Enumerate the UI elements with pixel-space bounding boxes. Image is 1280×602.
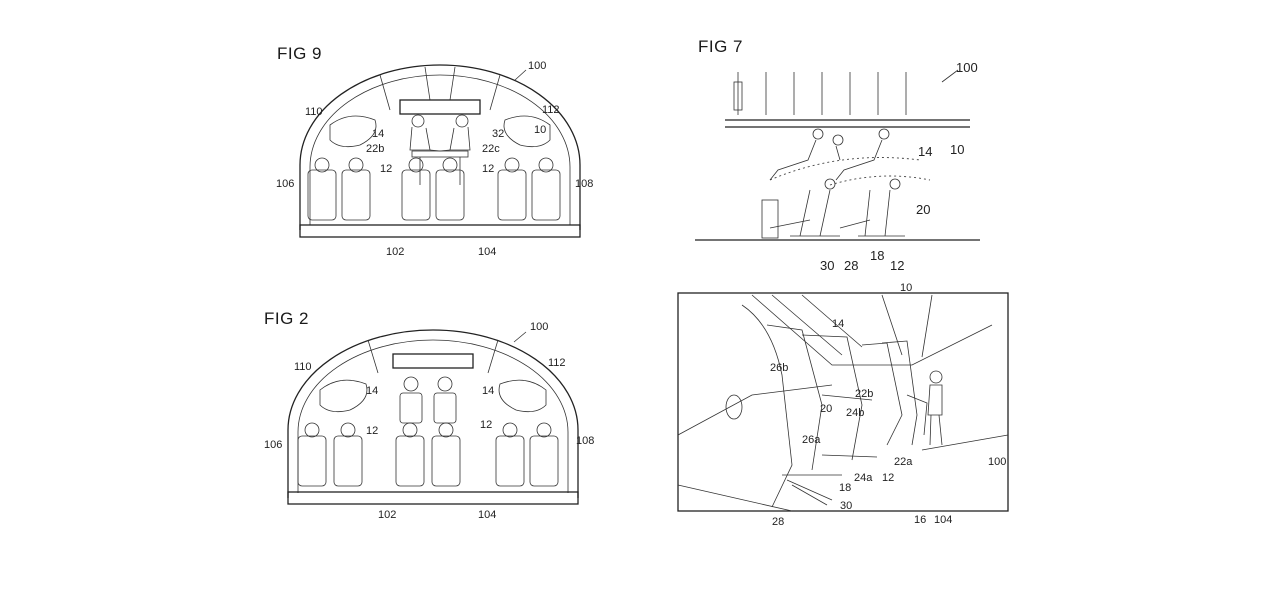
seat-stack-rear	[861, 340, 928, 446]
fig7-ref-12: 12	[890, 258, 904, 273]
fig2-ref-102: 102	[378, 509, 396, 521]
upper-reclined-passengers	[769, 128, 890, 181]
fig9-ref-108: 108	[575, 178, 593, 190]
fig9-title: FIG 9	[277, 44, 323, 63]
lower-seats	[761, 178, 905, 239]
fig9-ref-106: 106	[276, 178, 294, 190]
perspective-cabin-interior: 10 14 26b 22b 20 24b 26a 22a 24a 12 18 3…	[677, 282, 1009, 528]
standing-person	[927, 370, 943, 446]
perspective-ref-20: 20	[820, 403, 832, 415]
perspective-ref-24b: 24b	[846, 407, 864, 419]
perspective-ref-28: 28	[772, 516, 784, 528]
perspective-ref-100: 100	[988, 456, 1006, 468]
upper-passengers	[409, 114, 471, 185]
lower-seat-rows	[297, 422, 559, 487]
fig9-ref-10: 10	[534, 124, 546, 136]
fig9-ref-112: 112	[542, 104, 560, 116]
fig2-cabin-cross-section: 100 110 112 14 14 12 12 106 108 102 104	[264, 321, 594, 521]
fig9-ref-32: 32	[492, 128, 504, 140]
perspective-ref-22b: 22b	[855, 388, 873, 400]
fig9-ref-102: 102	[386, 246, 404, 258]
fig2-ref-108: 108	[576, 435, 594, 447]
fig2-ref-106: 106	[264, 439, 282, 451]
fig7-ref-18: 18	[870, 248, 884, 263]
fig9-ref-12-right: 12	[482, 163, 494, 175]
upper-passengers	[399, 376, 457, 424]
fig2-ref-14-left: 14	[366, 385, 378, 397]
fig2-ref-110: 110	[294, 361, 312, 373]
perspective-ref-22a: 22a	[894, 456, 913, 468]
lower-seat-rows	[307, 157, 561, 221]
fig9-ref-12-left: 12	[380, 163, 392, 175]
fig9-cabin-cross-section: 100 110 112 10 14 32 22b 22c 12 12 106 1…	[276, 60, 593, 258]
perspective-ref-26a: 26a	[802, 434, 821, 446]
perspective-ref-26b: 26b	[770, 362, 788, 374]
fig9-ref-104: 104	[478, 246, 496, 258]
fig9-ref-22c: 22c	[482, 143, 500, 155]
fig7-ref-10: 10	[950, 142, 964, 157]
fig9-ref-100: 100	[528, 60, 546, 72]
fig7-ref-28: 28	[844, 258, 858, 273]
perspective-ref-10: 10	[900, 282, 912, 294]
perspective-ref-14: 14	[832, 318, 844, 330]
fig2-ref-12-left: 12	[366, 425, 378, 437]
window-icon	[725, 394, 743, 420]
seat-stack-front	[741, 304, 878, 508]
fig2-title: FIG 2	[264, 309, 310, 328]
fig2-ref-112: 112	[548, 357, 566, 369]
perspective-ref-104: 104	[934, 514, 952, 526]
fig7-title: FIG 7	[698, 37, 744, 56]
fig2-ref-12-right: 12	[480, 419, 492, 431]
perspective-ref-18: 18	[839, 482, 851, 494]
fig9-ref-22b: 22b	[366, 143, 384, 155]
fig2-ref-104: 104	[478, 509, 496, 521]
fig9-ref-110: 110	[305, 106, 323, 118]
fig2-ref-100: 100	[530, 321, 548, 333]
perspective-ref-12: 12	[882, 472, 894, 484]
fig7-side-view: 100 14 10 20 30 28 18 12	[695, 60, 980, 273]
fig7-ref-100: 100	[956, 60, 978, 75]
perspective-ref-24a: 24a	[854, 472, 873, 484]
fig2-ref-14-right: 14	[482, 385, 494, 397]
fig9-ref-14: 14	[372, 128, 384, 140]
fig7-ref-30: 30	[820, 258, 834, 273]
perspective-ref-30: 30	[840, 500, 852, 512]
fig7-ref-20: 20	[916, 202, 930, 217]
perspective-ref-16: 16	[914, 514, 926, 526]
ceiling-rods	[733, 72, 907, 115]
fig7-ref-14: 14	[918, 144, 932, 159]
